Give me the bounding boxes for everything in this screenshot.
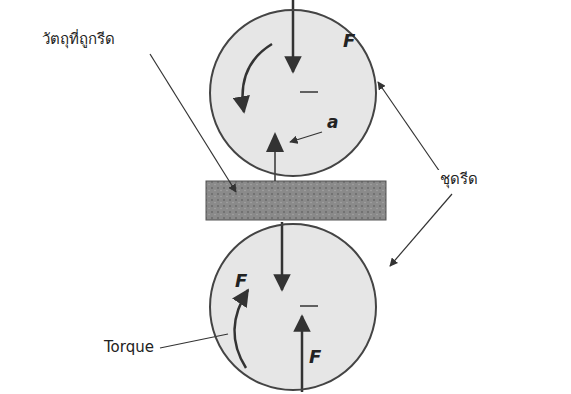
force-symbol: F (309, 347, 321, 367)
contact-triangle (266, 132, 284, 152)
roll-set-label: ชุดรีด (438, 170, 480, 188)
force-arrow (301, 316, 304, 392)
contact-line (274, 152, 276, 181)
roll-outline (209, 223, 377, 391)
material-label: วัตถุที่ถูกรีด (40, 30, 117, 48)
torque-label: Torque (102, 338, 156, 356)
rotation-arrow (243, 44, 272, 112)
leader-line (150, 54, 236, 192)
torque-arrow (234, 290, 248, 368)
force-symbol: F (235, 271, 247, 291)
force-arrow (281, 222, 284, 290)
roll-circle: FF (209, 223, 377, 391)
roll-circle: Fa (209, 9, 377, 177)
lower-roll-fill (210, 223, 376, 389)
force-symbol: F (343, 31, 355, 51)
center-mark (300, 305, 318, 307)
lever-arm-arrow (290, 132, 322, 142)
leader-line (378, 82, 440, 172)
leader-line (390, 194, 452, 266)
force-symbol: a (327, 113, 338, 132)
center-mark (300, 91, 318, 93)
